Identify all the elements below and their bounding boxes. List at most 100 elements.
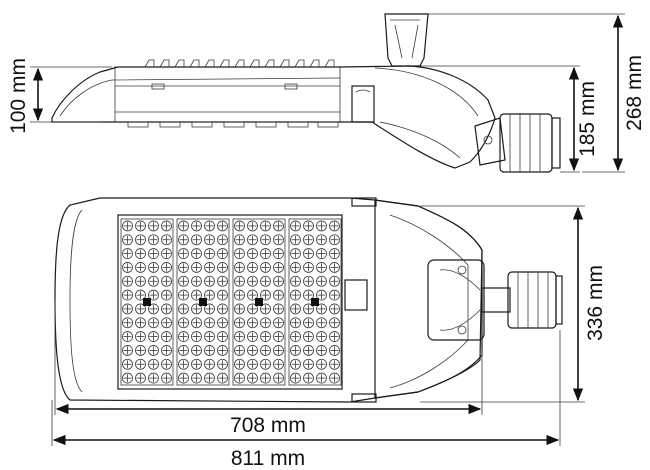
top-clip-upper	[351, 197, 377, 207]
led-lens	[316, 331, 327, 342]
led-lens	[316, 317, 327, 329]
led-lens	[273, 317, 284, 329]
led-lens	[148, 331, 159, 342]
led-lens	[290, 262, 301, 273]
led-lens	[260, 234, 271, 246]
led-lens	[290, 345, 301, 356]
led-module	[288, 218, 342, 386]
led-lens	[290, 220, 301, 232]
dim-336-label: 336 mm	[584, 265, 607, 341]
led-lens	[234, 358, 245, 370]
fin	[189, 59, 200, 68]
led-lens	[178, 289, 189, 301]
led-lens	[260, 275, 271, 287]
led-lens	[234, 220, 245, 232]
side-tab-right	[284, 83, 298, 90]
led-lens	[135, 248, 146, 259]
led-lens	[329, 234, 340, 246]
led-lens	[135, 220, 146, 232]
led-lens	[273, 289, 284, 301]
led-lens	[247, 220, 258, 232]
led-lens	[316, 358, 327, 370]
led-lens	[234, 331, 245, 342]
led-lens	[234, 248, 245, 259]
led-lens	[135, 303, 146, 315]
side-lens-bumps	[127, 121, 339, 128]
led-lens	[303, 234, 314, 246]
led-lens	[122, 303, 133, 315]
led-lens	[260, 289, 271, 301]
led-lens	[217, 317, 228, 329]
fin	[249, 59, 260, 68]
led-lens	[204, 331, 215, 342]
led-lens	[273, 331, 284, 342]
led-lens	[204, 234, 215, 246]
led-lens	[191, 345, 202, 356]
led-lens	[273, 345, 284, 356]
led-lens	[135, 289, 146, 301]
top-pole-clamp	[427, 259, 563, 341]
fin	[144, 59, 155, 68]
led-lens	[178, 372, 189, 384]
led-lens	[234, 289, 245, 301]
led-lens	[135, 317, 146, 329]
led-lens	[122, 358, 133, 370]
side-latch-detail	[355, 89, 371, 93]
led-lens	[161, 289, 172, 301]
led-lens	[260, 372, 271, 384]
fin	[159, 59, 170, 68]
led-lens	[135, 275, 146, 287]
led-lens	[217, 275, 228, 287]
fin	[324, 59, 335, 68]
led-lens	[161, 262, 172, 273]
led-lens	[273, 234, 284, 246]
led-lens	[161, 220, 172, 232]
led-lens	[135, 331, 146, 342]
led-lens	[247, 234, 258, 246]
led-lens	[191, 275, 202, 287]
led-lens	[178, 262, 189, 273]
led-lens	[122, 220, 133, 232]
led-lens	[148, 358, 159, 370]
led-lens	[161, 275, 172, 287]
led-lens	[161, 372, 172, 384]
led-lens	[148, 303, 159, 315]
dim-708-label: 708 mm	[230, 414, 306, 437]
led-lens	[303, 289, 314, 301]
led-lens	[217, 372, 228, 384]
led-lens	[122, 372, 133, 384]
top-view	[54, 197, 563, 403]
led-lens	[247, 331, 258, 342]
led-lens	[316, 220, 327, 232]
led-lens	[161, 345, 172, 356]
led-lens	[135, 345, 146, 356]
led-lens	[148, 234, 159, 246]
led-lens	[191, 262, 202, 273]
led-lens	[161, 358, 172, 370]
led-module-chip	[143, 298, 151, 306]
led-lens	[316, 262, 327, 273]
led-lens	[273, 248, 284, 259]
side-pole-adapter	[474, 113, 561, 173]
led-lens	[290, 234, 301, 246]
led-lens	[316, 289, 327, 301]
led-lens	[178, 345, 189, 356]
led-lens	[260, 358, 271, 370]
led-lens	[191, 303, 202, 315]
led-lens	[316, 345, 327, 356]
led-lens	[247, 248, 258, 259]
led-lens	[191, 248, 202, 259]
led-lens	[178, 220, 189, 232]
led-lens	[290, 275, 301, 287]
led-lens	[329, 248, 340, 259]
led-lens	[191, 372, 202, 384]
led-lens	[148, 275, 159, 287]
fin	[219, 59, 230, 68]
fin	[234, 59, 245, 68]
led-lens	[303, 331, 314, 342]
led-lens	[316, 372, 327, 384]
top-led-modules	[120, 218, 342, 386]
led-lens	[234, 345, 245, 356]
led-lens	[135, 234, 146, 246]
led-lens	[329, 358, 340, 370]
